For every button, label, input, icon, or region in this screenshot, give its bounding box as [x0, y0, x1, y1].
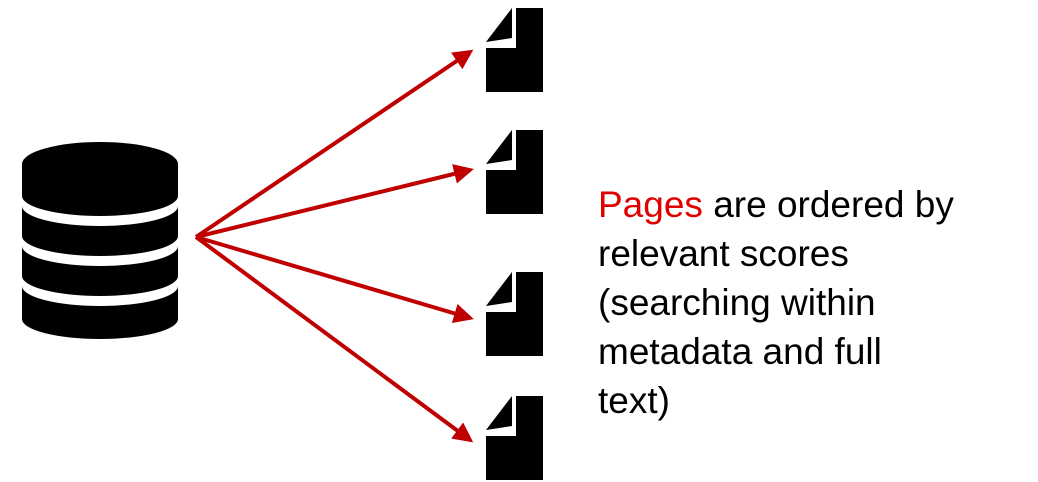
arrow-to-document-4: [194, 235, 474, 443]
arrows: [194, 49, 474, 443]
highlight-word: Pages: [598, 184, 703, 225]
caption-line-4: metadata and full: [598, 331, 882, 372]
document-icon: [486, 396, 543, 480]
arrow-to-document-2: [195, 164, 474, 239]
caption-line-2: relevant scores: [598, 233, 849, 274]
caption-line-3: (searching within: [598, 282, 876, 323]
arrow-to-document-3: [195, 235, 474, 324]
document-icon: [486, 8, 543, 92]
arrow-to-document-1: [194, 49, 474, 239]
caption-line-1-rest: are ordered by: [702, 184, 954, 225]
caption-text: Pages are ordered by relevant scores (se…: [598, 180, 1028, 425]
caption-line-1: Pages are ordered by: [598, 180, 1028, 229]
database-icon: [22, 142, 178, 339]
document-icon: [486, 130, 543, 214]
caption-line-5: text): [598, 380, 670, 421]
document-icon: [486, 272, 543, 356]
